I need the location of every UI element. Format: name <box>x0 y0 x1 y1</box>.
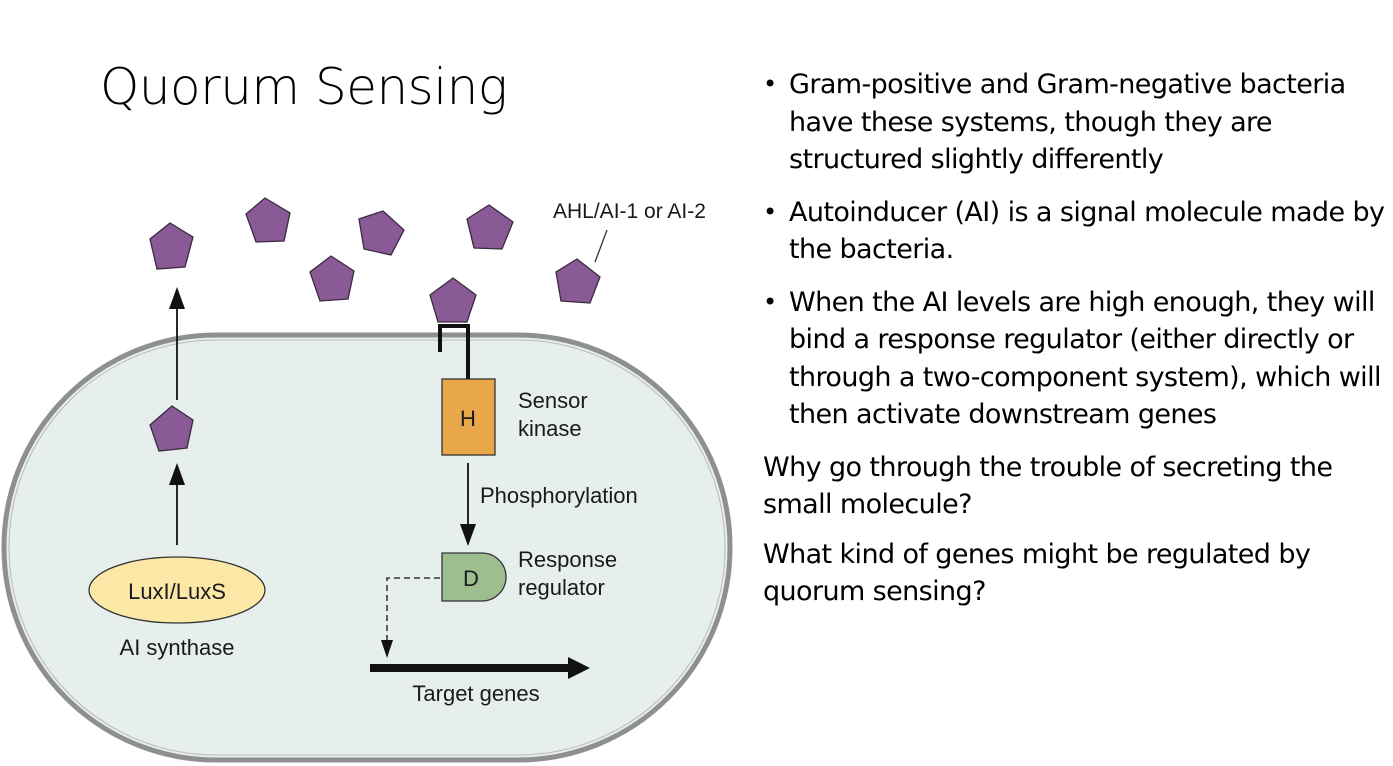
slide-title: Quorum Sensing <box>100 58 508 116</box>
bullet-item: Autoinducer (AI) is a signal molecule ma… <box>763 194 1388 269</box>
phosphorylation-arrowhead <box>460 524 476 546</box>
target-genes-label: Target genes <box>412 681 539 706</box>
cell-membrane <box>1 332 733 763</box>
ahl-label: AHL/AI-1 or AI-2 <box>553 200 706 223</box>
autoinducer-icon <box>555 258 601 304</box>
activation-dashed-line <box>386 577 440 642</box>
response-regulator-letter: D <box>463 566 479 591</box>
secretion-arrowhead-lower <box>169 463 185 485</box>
sensor-label-1: Sensor <box>518 388 588 413</box>
cell-membrane-inner-line <box>8 339 726 756</box>
bullet-item: Gram-positive and Gram-negative bacteria… <box>763 66 1388 179</box>
ahl-label-pointer <box>594 229 608 263</box>
quorum-sensing-diagram: AHL/AI-1 or AI-2 LuxI/LuxS AI synthase H… <box>1 197 733 763</box>
bullet-item: When the AI levels are high enough, they… <box>763 284 1388 434</box>
question-secreting: Why go through the trouble of secreting … <box>763 451 1333 521</box>
slide-body: Gram-positive and Gram-negative bacteria… <box>763 66 1388 623</box>
question-genes: What kind of genes might be regulated by… <box>763 538 1311 608</box>
regulator-label-2: regulator <box>518 575 605 600</box>
autoinducer-icon <box>309 255 355 302</box>
regulator-label-1: Response <box>518 547 617 572</box>
secretion-arrowhead-upper <box>169 287 185 309</box>
phosphorylation-label: Phosphorylation <box>480 483 638 508</box>
autoinducer-icon <box>245 197 291 243</box>
sensor-label-2: kinase <box>518 416 582 441</box>
bullet-list: Gram-positive and Gram-negative bacteria… <box>763 66 1388 434</box>
sensor-kinase-box <box>441 378 496 456</box>
receptor-bracket <box>438 324 470 380</box>
autoinducer-icon <box>149 405 194 452</box>
bound-autoinducer-icon <box>429 277 477 323</box>
autoinducer-icon <box>149 222 194 270</box>
response-regulator-shape <box>441 552 507 602</box>
ai-synthase-oval <box>88 556 266 624</box>
autoinducer-molecules <box>149 197 601 452</box>
sensor-kinase-letter: H <box>460 406 476 431</box>
synthase-label: AI synthase <box>120 635 235 660</box>
target-genes-arrowhead <box>568 657 590 679</box>
synthase-name: LuxI/LuxS <box>128 579 226 604</box>
autoinducer-icon <box>466 204 514 250</box>
activation-arrowhead <box>381 640 393 658</box>
autoinducer-icon <box>358 210 405 256</box>
